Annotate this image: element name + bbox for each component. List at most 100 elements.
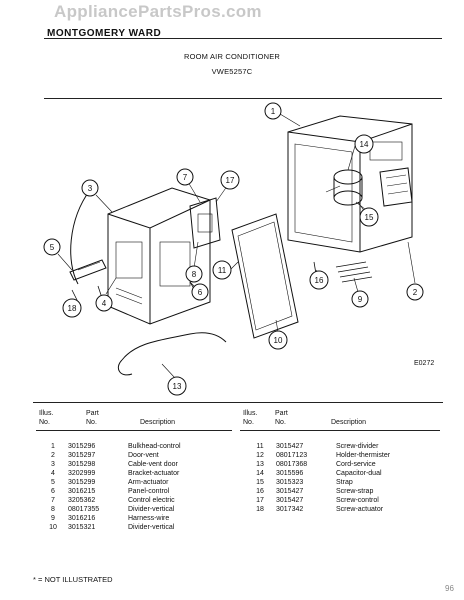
illus-no-cell: 2	[51, 452, 55, 459]
part-no-cell: 3015427	[276, 443, 304, 450]
svg-text:18: 18	[68, 304, 77, 313]
description-cell: Door-vent	[128, 452, 159, 459]
left-description-header: Description	[140, 419, 176, 426]
part-no-cell: 3015596	[276, 470, 304, 477]
page-title: ROOM AIR CONDITIONER	[183, 52, 281, 61]
svg-text:3: 3	[88, 184, 93, 193]
table-top-rule	[33, 402, 443, 403]
illus-no-cell: 16	[256, 488, 264, 495]
description-cell: Harness-wire	[128, 515, 170, 522]
svg-text:16: 16	[315, 276, 324, 285]
description-cell: Screw-divider	[336, 443, 379, 450]
right-header-underline	[240, 430, 440, 431]
illus-no-cell: 5	[51, 479, 55, 486]
svg-text:9: 9	[358, 295, 363, 304]
illus-no-cell: 9	[51, 515, 55, 522]
svg-text:14: 14	[360, 140, 369, 149]
svg-text:13: 13	[173, 382, 182, 391]
part-no-cell: 3015427	[276, 497, 304, 504]
part-no-cell: 3016215	[68, 488, 96, 495]
callout-5: 5	[43, 238, 61, 256]
svg-text:17: 17	[226, 176, 235, 185]
parts-row: 2 3015297 Door-vent	[40, 451, 226, 460]
parts-row: 14 3015596 Capacitor-dual	[246, 469, 434, 478]
left-illus-header: Illus.No.	[39, 410, 54, 426]
diagram-code: E0272	[414, 360, 435, 367]
svg-text:1: 1	[271, 107, 276, 116]
page-mark: 96	[445, 584, 454, 593]
svg-text:6: 6	[198, 288, 203, 297]
parts-row: 9 3016216 Harness-wire	[40, 514, 226, 523]
parts-row: 11 3015427 Screw-divider	[246, 442, 434, 451]
description-cell: Control electric	[128, 497, 175, 504]
description-cell: Holder-thermister	[336, 452, 391, 459]
part-no-cell: 3015427	[276, 488, 304, 495]
part-no-cell: 08017368	[276, 461, 308, 468]
callout-11: 11	[212, 260, 232, 280]
description-cell: Divider-vertical	[128, 524, 175, 531]
svg-text:5: 5	[50, 243, 55, 252]
callout-10: 10	[268, 330, 288, 350]
callout-17: 17	[220, 170, 240, 190]
illus-no-cell: 18	[256, 506, 264, 513]
illus-no-cell: 12	[256, 452, 264, 459]
svg-text:7: 7	[183, 173, 188, 182]
description-cell: Screw-actuator	[336, 506, 384, 513]
callout-13: 13	[167, 376, 187, 396]
illus-no-cell: 6	[51, 488, 55, 495]
part-no-cell: 08017355	[68, 506, 100, 513]
callout-18: 18	[62, 298, 82, 318]
brand-name: MONTGOMERY WARD	[47, 28, 162, 39]
svg-text:15: 15	[365, 213, 374, 222]
description-cell: Bulkhead-control	[128, 443, 181, 450]
parts-table-left: 1 3015296 Bulkhead-control 2 3015297 Door-ven…	[40, 442, 226, 532]
parts-row: 1 3015296 Bulkhead-control	[40, 442, 226, 451]
callout-14: 14	[354, 134, 374, 154]
footnote: * = NOT ILLUSTRATED	[33, 575, 113, 584]
part-no-cell: 3015297	[68, 452, 96, 459]
callout-16: 16	[309, 270, 329, 290]
model-number: VWE5257C	[211, 67, 253, 76]
illus-no-cell: 7	[51, 497, 55, 504]
description-cell: Arm-actuator	[128, 479, 169, 486]
description-cell: Panel-control	[128, 488, 170, 495]
svg-text:11: 11	[218, 266, 227, 275]
part-no-cell: 3016216	[68, 515, 96, 522]
header-divider	[44, 38, 442, 39]
part-no-cell: 3015298	[68, 461, 96, 468]
illus-no-cell: 1	[51, 443, 55, 450]
callout-6: 6	[191, 283, 209, 301]
callout-1: 1	[264, 102, 282, 120]
callout-3: 3	[81, 179, 99, 197]
part-no-cell: 3205362	[68, 497, 96, 504]
illus-no-cell: 17	[256, 497, 264, 504]
part-no-cell: 3015323	[276, 479, 304, 486]
illus-no-cell: 3	[51, 461, 55, 468]
illus-no-cell: 10	[49, 524, 57, 531]
right-description-header: Description	[331, 419, 367, 426]
parts-row: 13 08017368 Cord-service	[246, 460, 434, 469]
illus-no-cell: 4	[51, 470, 55, 477]
parts-row: 7 3205362 Control electric	[40, 496, 226, 505]
watermark: AppliancePartsPros.com	[54, 2, 262, 21]
parts-row: 4 3202999 Bracket-actuator	[40, 469, 226, 478]
part-no-cell: 3202999	[68, 470, 96, 477]
callout-15: 15	[359, 207, 379, 227]
callout-9: 9	[351, 290, 369, 308]
parts-row: 6 3016215 Panel-control	[40, 487, 226, 496]
description-cell: Bracket-actuator	[128, 470, 180, 477]
svg-text:8: 8	[192, 270, 197, 279]
illus-no-cell: 13	[256, 461, 264, 468]
part-no-cell: 3015296	[68, 443, 96, 450]
illus-no-cell: 11	[256, 443, 264, 450]
description-cell: Cord-service	[336, 461, 376, 468]
illus-no-cell: 14	[256, 470, 264, 477]
description-cell: Capacitor-dual	[336, 470, 382, 477]
